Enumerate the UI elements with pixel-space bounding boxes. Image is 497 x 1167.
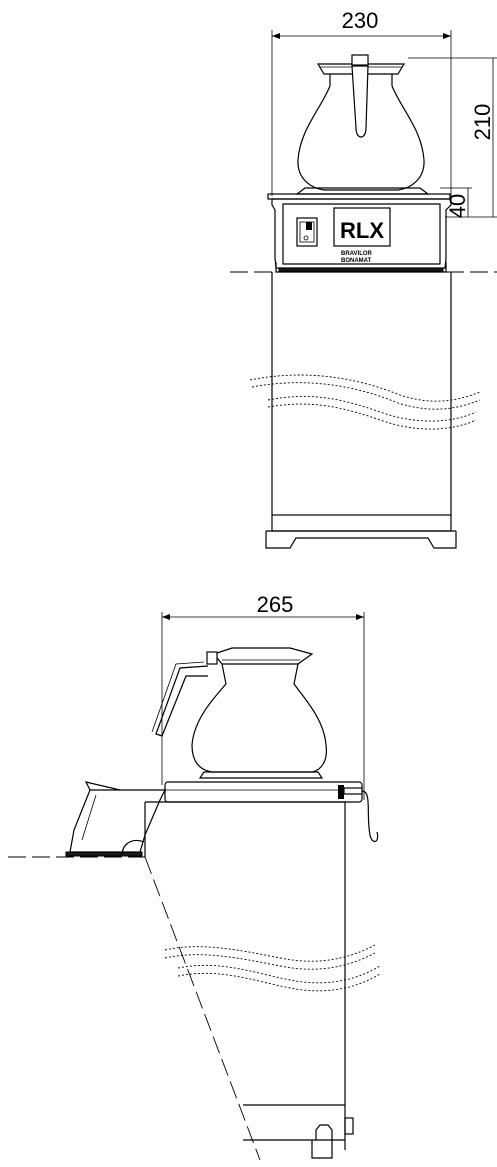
side-cabinet	[144, 801, 381, 1161]
front-head: RLX BRAVILOR BONAMAT	[271, 198, 452, 273]
brand-line-2: BONAMAT	[341, 258, 372, 264]
front-view: 230 210 40	[230, 8, 497, 549]
model-label: RLX	[340, 218, 384, 243]
front-height-label: 210	[470, 104, 495, 141]
side-depth-dimension: 265	[161, 592, 365, 800]
side-decanter	[151, 647, 327, 779]
side-head	[65, 781, 379, 857]
side-depth-label: 265	[257, 592, 294, 617]
side-view: 265	[8, 592, 381, 1161]
front-decanter	[295, 54, 430, 195]
front-base-height-label: 40	[445, 194, 470, 218]
brand-line-1: BRAVILOR	[341, 251, 373, 257]
front-width-label: 230	[342, 8, 379, 33]
front-cabinet	[249, 272, 481, 549]
